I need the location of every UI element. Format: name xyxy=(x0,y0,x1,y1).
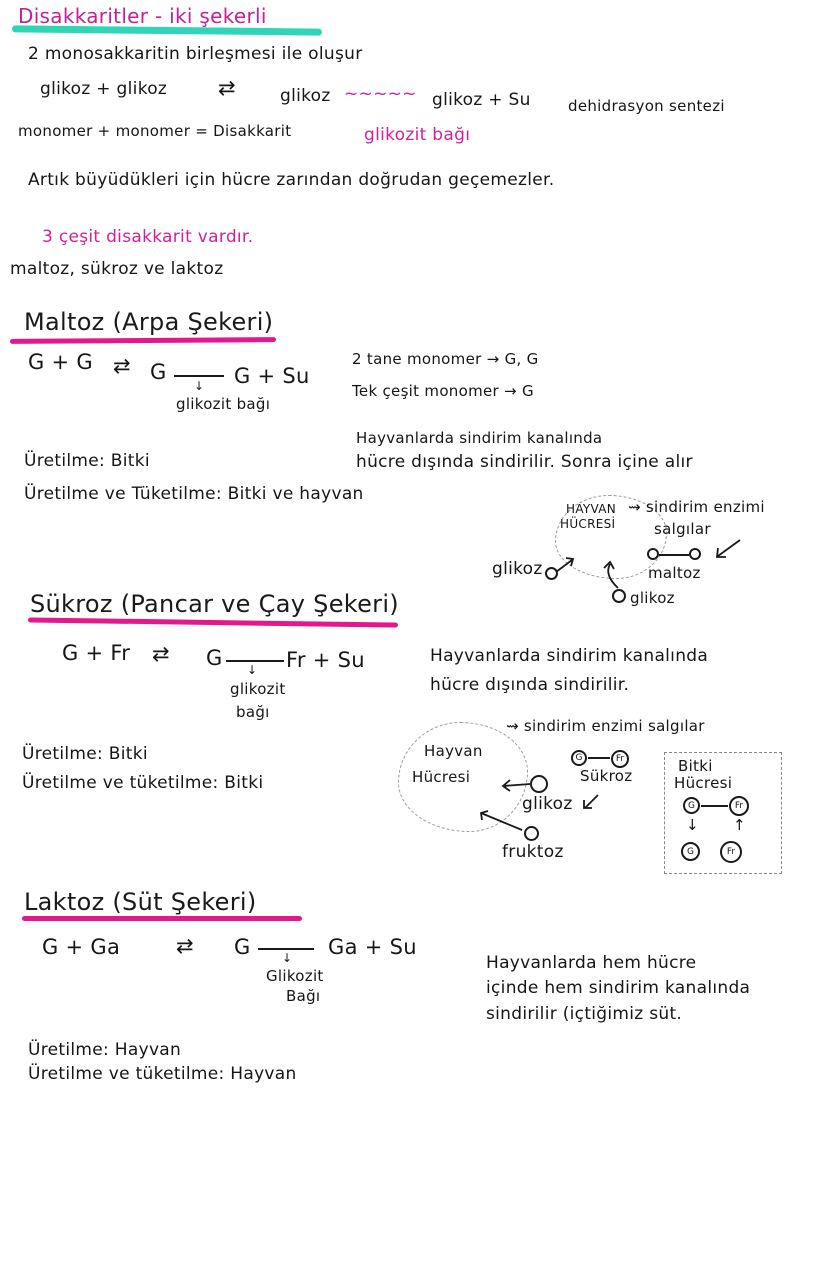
bond-line xyxy=(588,757,610,759)
maltoz-bond-label: glikozit bağı xyxy=(176,395,271,413)
sucrose-label: Sükroz xyxy=(580,767,633,785)
page-title: Disakkaritler - iki şekerli xyxy=(18,4,267,28)
sukroz-heading: Sükroz (Pancar ve Çay Şekeri) xyxy=(30,590,399,618)
intro-reaction-left: glikoz + glikoz xyxy=(40,79,168,99)
glucose-unit-icon: G xyxy=(571,750,587,766)
laktoz-bond-label-1: Glikozit xyxy=(266,967,324,985)
sukroz-eq-right-b: Fr + Su xyxy=(286,648,365,672)
down-arrow-icon: ↓ xyxy=(282,951,293,965)
intro-reaction-right-a: glikoz xyxy=(280,86,331,106)
sukroz-bond-label-2: bağı xyxy=(236,703,270,721)
enzyme-label-1: ⇝ sindirim enzimi xyxy=(628,498,765,516)
laktoz-digestion-3: sindirilir (içtiğimiz süt. xyxy=(486,1004,683,1024)
sukroz-production: Üretilme: Bitki xyxy=(22,744,148,764)
plant-cell-label-2: Hücresi xyxy=(674,774,733,792)
bond-squiggle: ~~~~~ xyxy=(344,84,417,104)
reversible-arrow-icon: ⇄ xyxy=(152,642,170,666)
fructose-label: fruktoz xyxy=(502,842,564,862)
intro-reaction-right-b: glikoz + Su xyxy=(432,90,531,110)
laktoz-production: Üretilme: Hayvan xyxy=(28,1040,182,1060)
sukroz-digestion-1: Hayvanlarda sindirim kanalında xyxy=(430,646,709,666)
glucose-unit-icon xyxy=(545,567,558,580)
glucose-label: glikoz xyxy=(522,794,573,814)
bond-line xyxy=(258,948,314,950)
laktoz-digestion-1: Hayvanlarda hem hücre xyxy=(486,953,697,973)
glucose-unit-icon: G xyxy=(681,842,700,861)
fructose-unit-icon: Fr xyxy=(720,841,742,863)
fructose-unit-icon: Fr xyxy=(611,750,629,768)
maltoz-production-consumption: Üretilme ve Tüketilme: Bitki ve hayvan xyxy=(24,484,364,504)
animal-cell-label-2: Hücresi xyxy=(412,768,471,786)
laktoz-eq-left: G + Ga xyxy=(42,935,121,959)
glucose-unit-icon xyxy=(647,548,659,560)
bond-line xyxy=(174,375,224,377)
reversible-arrow-icon: ⇄ xyxy=(113,354,131,378)
animal-cell-label-1: HAYVAN xyxy=(566,502,617,516)
glucose-unit-icon xyxy=(530,775,548,793)
glycosidic-bond-label: glikozit bağı xyxy=(364,125,471,145)
glucose-unit-icon: G xyxy=(683,797,700,814)
sukroz-digestion-2: hücre dışında sindirilir. xyxy=(430,675,630,695)
types-list: maltoz, sükroz ve laktoz xyxy=(10,259,224,279)
sukroz-eq-right-a: G xyxy=(206,646,223,670)
intro-definition: 2 monosakkaritin birleşmesi ile oluşur xyxy=(28,44,363,64)
monomer-equation: monomer + monomer = Disakkarit xyxy=(18,122,292,140)
maltoz-mono-type: Tek çeşit monomer → G xyxy=(352,382,534,400)
reversible-arrow-icon: ⇄ xyxy=(176,934,194,958)
enzyme-label-2: salgılar xyxy=(654,520,711,538)
fructose-unit-icon xyxy=(524,826,539,841)
sukroz-bond-label-1: glikozit xyxy=(230,680,286,698)
glucose-label-b: glikoz xyxy=(630,589,675,607)
down-arrow-icon: ↓ xyxy=(194,379,205,393)
enzyme-label: ⇝ sindirim enzimi salgılar xyxy=(506,717,705,735)
maltoz-mono-count: 2 tane monomer → G, G xyxy=(352,350,539,368)
laktoz-bond-label-2: Bağı xyxy=(286,987,321,1005)
maltoz-production: Üretilme: Bitki xyxy=(24,451,150,471)
up-arrow-icon: ↑ xyxy=(733,816,746,834)
down-arrow-icon: ↓ xyxy=(686,816,699,834)
maltoz-digestion-2: hücre dışında sindirilir. Sonra içine al… xyxy=(356,452,693,472)
types-heading: 3 çeşit disakkarit vardır. xyxy=(42,227,254,247)
maltoz-eq-right-b: G + Su xyxy=(234,364,310,388)
laktoz-eq-right-a: G xyxy=(234,935,251,959)
laktoz-eq-right-b: Ga + Su xyxy=(328,935,417,959)
glucose-unit-icon xyxy=(612,589,626,603)
laktoz-production-consumption: Üretilme ve tüketilme: Hayvan xyxy=(28,1064,297,1084)
size-note: Artık büyüdükleri için hücre zarından do… xyxy=(28,170,555,190)
sukroz-production-consumption: Üretilme ve tüketilme: Bitki xyxy=(22,773,264,793)
bond-line xyxy=(659,554,689,556)
animal-cell-label-2: HÜCRESİ xyxy=(560,517,616,531)
reaction-name: dehidrasyon sentezi xyxy=(568,97,725,115)
reversible-arrow-icon: ⇄ xyxy=(218,76,236,100)
animal-cell-outline xyxy=(398,722,528,832)
maltoz-heading: Maltoz (Arpa Şekeri) xyxy=(24,308,274,336)
sukroz-eq-left: G + Fr xyxy=(62,641,131,665)
plant-cell-label-1: Bitki xyxy=(678,757,713,775)
maltoz-eq-right-a: G xyxy=(150,360,167,384)
down-arrow-icon: ↓ xyxy=(247,663,258,677)
laktoz-digestion-2: içinde hem sindirim kanalında xyxy=(486,978,751,998)
plant-cell-outline xyxy=(664,752,782,874)
glucose-unit-icon xyxy=(689,548,701,560)
maltoz-eq-left: G + G xyxy=(28,350,93,374)
laktoz-underline xyxy=(22,916,302,921)
maltoz-digestion-1: Hayvanlarda sindirim kanalında xyxy=(356,429,603,447)
maltose-label: maltoz xyxy=(648,564,701,582)
bond-line xyxy=(226,660,284,662)
fructose-unit-icon: Fr xyxy=(729,796,749,816)
bond-line xyxy=(701,805,728,807)
glucose-label-a: glikoz xyxy=(492,559,543,579)
laktoz-heading: Laktoz (Süt Şekeri) xyxy=(24,888,257,916)
animal-cell-label-1: Hayvan xyxy=(424,742,483,760)
